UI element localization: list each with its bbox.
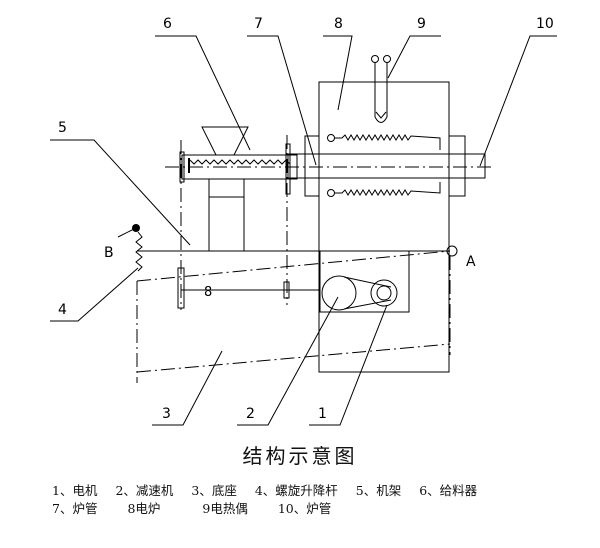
feeder-support [208, 178, 245, 252]
shaft-flange-right [283, 281, 290, 299]
legend-item: 10、炉管 [277, 501, 332, 516]
callout-3: 3 [162, 406, 171, 422]
thermocouple [374, 62, 388, 123]
legend-item: 2、减速机 [115, 483, 174, 498]
furnace-tube [287, 153, 486, 179]
motor-pulley [321, 275, 357, 311]
callout-7: 7 [254, 16, 263, 32]
svg-text:8: 8 [204, 285, 212, 300]
structure-diagram: 8 6 7 8 9 10 5 4 3 2 1 B A [50, 16, 557, 426]
legend-item: 1、电机 [52, 483, 98, 498]
label-point-a: A [466, 254, 476, 270]
point-b-knob [132, 224, 140, 232]
callout-2: 2 [246, 406, 255, 422]
feeder-flange-right [285, 143, 291, 195]
callout-8: 8 [334, 16, 343, 32]
reducer-pulley [370, 279, 398, 307]
callout-9: 9 [417, 16, 426, 32]
label-point-b: B [104, 245, 114, 261]
heating-coil-top [334, 134, 441, 150]
callout-6: 6 [163, 16, 172, 32]
legend-item: 3、底座 [191, 483, 237, 498]
feeder-screw [189, 159, 291, 165]
furnace-body [318, 81, 450, 373]
heating-coil-bottom [334, 182, 441, 196]
legend-item: 4、螺旋升降杆 [254, 483, 338, 498]
legend-item: 8电炉 [127, 501, 161, 516]
legend-item: 7、炉管 [52, 501, 98, 516]
feeder-flange-left [179, 151, 185, 183]
legend-item: 9电热偶 [202, 501, 248, 516]
shaft-flange-left [177, 267, 185, 309]
diagram-title: 结构示意图 [242, 444, 358, 468]
legend-row-2: 7、炉管 8电炉 9电热偶 10、炉管 [52, 500, 491, 518]
lifting-screw-spring [135, 231, 143, 272]
callout-10: 10 [536, 16, 554, 32]
furnace-right-flange [448, 135, 466, 197]
callout-4: 4 [58, 302, 67, 318]
legend-item: 6、给料器 [419, 483, 478, 498]
pivot-a [446, 245, 458, 257]
callout-1: 1 [318, 406, 327, 422]
legend: 1、电机 2、减速机 3、底座 4、螺旋升降杆 5、机架 6、给料器 7、炉管 … [52, 482, 491, 518]
motor-housing [319, 250, 410, 313]
legend-item: 5、机架 [355, 483, 402, 498]
callout-5: 5 [58, 120, 67, 136]
legend-row-1: 1、电机 2、减速机 3、底座 4、螺旋升降杆 5、机架 6、给料器 [52, 482, 491, 500]
furnace-left-flange [304, 135, 320, 197]
